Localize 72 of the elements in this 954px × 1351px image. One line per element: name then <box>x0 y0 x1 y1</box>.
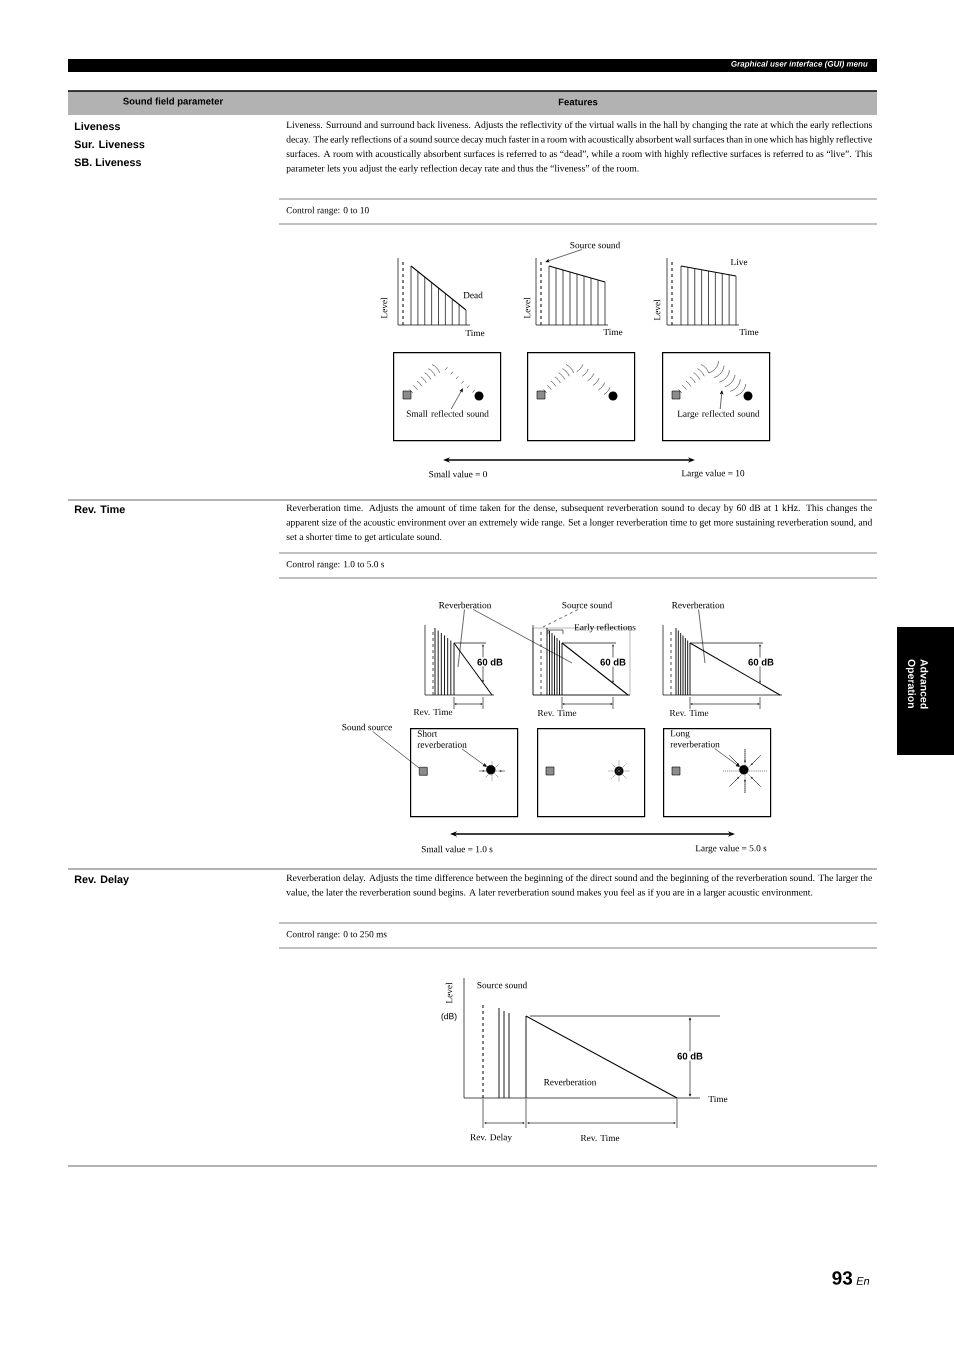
axis-label: Level <box>445 982 453 1004</box>
parameter-name: Rev. Time <box>74 505 125 514</box>
graph-label: Reverberation <box>543 1078 597 1086</box>
parameter-name: Rev. Delay <box>74 875 129 886</box>
dimension-label: 60 dB <box>747 657 775 667</box>
room-panel <box>662 352 771 442</box>
language-label: En <box>856 1277 870 1285</box>
callout-text: Small reflected sound <box>406 410 489 417</box>
leader-line <box>698 609 706 664</box>
decay-graph-drawing <box>662 624 783 710</box>
dimension-label: Rev. Time <box>537 709 577 717</box>
axis-label: Time <box>465 329 485 337</box>
room-panel <box>663 728 772 818</box>
leader-line <box>472 609 573 664</box>
callout-text: Short reverberation <box>417 730 467 748</box>
description-text: Liveness. Surround and surround back liveness. Adjusts the reflectivity of the virtual walls in the hall by changing the rate at which the early reflections decay. The early reflections of a sound source decay much faster in a room with acoustically absorbent wall surfaces than in one which has highly reflective surfaces. A room with acoustically absorbent surfaces is referred to as “dead”, while a room with highly reflective surfaces is referred to as “live”. This parameter lets you adjust the early reflection decay rate and thus the “liveness” of the room. <box>286 121 872 174</box>
callout-text: Reverberation <box>671 601 725 609</box>
axis-label: Level <box>380 297 388 319</box>
dimension-label: Rev. Time <box>413 708 453 716</box>
graph-label: Dead <box>463 291 483 299</box>
axis-label: Time <box>603 328 623 336</box>
column-header: Sound field parameter <box>123 97 223 107</box>
leader-line <box>542 609 579 628</box>
room-panel <box>393 352 502 442</box>
room-panel <box>410 728 519 818</box>
axis-label: (dB) <box>441 1013 457 1021</box>
description-text: Reverberation time. Adjusts the amount of time taken for the dense, subsequent reverberation sound to decay by 60 dB at 1 kHz. This changes the apparent size of the acoustic environment over an extremely wide range. Set a longer reverberation time to get more sustaining reverberation sound, and set a shorter time to get articulate sound. <box>286 504 873 543</box>
callout-text: Sound source <box>342 723 392 731</box>
leader-line <box>372 731 420 769</box>
scale-label: Large value = 5.0 s <box>695 844 767 854</box>
decay-graph-drawing <box>535 257 609 326</box>
leader-line <box>457 609 465 668</box>
dimension-label: 60 dB <box>676 1051 704 1061</box>
room-panel <box>527 352 636 442</box>
reflected-waves <box>445 366 475 393</box>
leader-line <box>545 249 583 263</box>
leader-line <box>450 388 463 410</box>
leader-line <box>461 748 487 767</box>
sound-source-square <box>419 767 428 776</box>
parameter-name: Sur. Liveness <box>74 140 145 149</box>
graph-label: Early reflections <box>574 623 636 633</box>
axis-label: Time <box>739 328 759 336</box>
tab-label: Advanced Operation <box>905 659 929 709</box>
dimension-label: Rev. Time <box>580 1134 620 1142</box>
parameter-name: Liveness <box>74 122 120 131</box>
parameter-name: SB. Liveness <box>74 158 141 167</box>
callout-text: Large reflected sound <box>677 410 760 419</box>
scale-label: Small value = 1.0 s <box>421 845 493 853</box>
column-header: Features <box>558 98 598 106</box>
dimension-label: 60 dB <box>476 657 504 667</box>
control-range-text: Control range: 0 to 250 ms <box>286 930 387 940</box>
scale-label: Small value = 0 <box>429 470 487 478</box>
callout-text: Source sound <box>570 241 621 249</box>
control-range-text: Control range: 0 to 10 <box>286 206 369 216</box>
leader-line <box>714 748 740 767</box>
scale-label: Large value = 10 <box>681 469 745 479</box>
callout-text: Reverberation <box>438 601 492 609</box>
callout-text: Long reverberation <box>670 730 720 748</box>
dimension-label: Rev. Delay <box>470 1133 512 1143</box>
axis-label: Level <box>653 299 661 321</box>
leader-line <box>719 390 724 410</box>
reflected-waves <box>708 360 747 397</box>
axis-label: Time <box>708 1095 728 1103</box>
control-range-text: Control range: 1.0 to 5.0 s <box>286 560 384 570</box>
page-number: 93 <box>832 1271 853 1285</box>
callout-text: Source sound <box>562 601 613 609</box>
description-text: Reverberation delay. Adjusts the time difference between the beginning of the direct sound and the beginning of the reverberation sound. The larger the value, the later the reverberation sound begins. A later reverberation sound makes you feel as if you are in a larger acoustic environment. <box>286 874 872 898</box>
dimension-label: 60 dB <box>599 657 627 667</box>
room-panel <box>537 728 646 818</box>
graph-label: Live <box>730 258 748 266</box>
graph-label: Source sound <box>477 981 528 989</box>
running-header: Graphical user interface (GUI) menu <box>731 60 868 69</box>
